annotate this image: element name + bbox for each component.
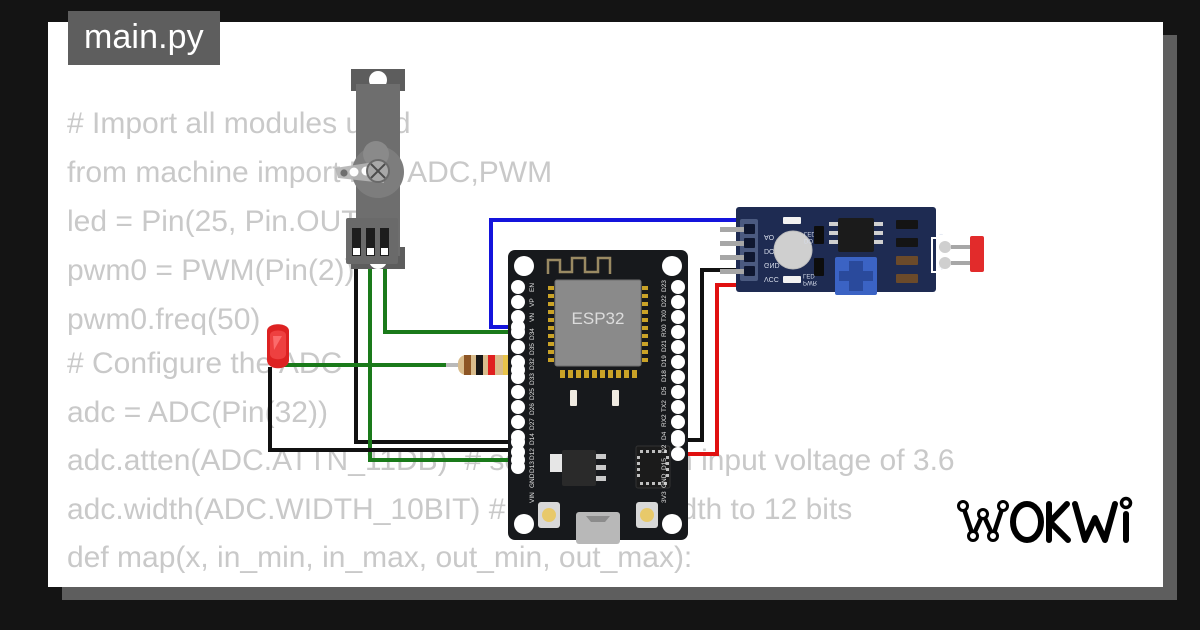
esp32-board[interactable]: ESP32 — [508, 250, 688, 544]
board-right-pin-labels: D23 D22 TX0 RX0 D21 D19 D18 D5 TX2 RX2 D… — [661, 280, 668, 503]
svg-text:D21: D21 — [661, 340, 668, 352]
circuit-diagram: ESP32 — [267, 69, 984, 544]
svg-text:DO: DO — [764, 247, 775, 254]
svg-text:RX2: RX2 — [661, 414, 668, 427]
svg-text:D18: D18 — [661, 370, 668, 382]
svg-text:VIN: VIN — [529, 492, 536, 503]
svg-text:VCC: VCC — [764, 275, 779, 282]
board-silk-label: ESP32 — [572, 309, 625, 328]
wire-servo-vcc-to-vin — [368, 264, 518, 462]
svg-text:D34: D34 — [529, 328, 536, 340]
svg-text:TX2: TX2 — [661, 400, 668, 412]
svg-text:AO: AO — [764, 233, 775, 240]
module-pin-labels: AO DO GND VCC — [764, 233, 780, 282]
svg-text:VP: VP — [529, 298, 536, 307]
svg-text:PWR: PWR — [803, 279, 818, 285]
servo-motor[interactable] — [335, 69, 405, 269]
svg-text:3V3: 3V3 — [661, 491, 668, 503]
svg-text:GND: GND — [529, 473, 536, 488]
svg-text:D33: D33 — [529, 373, 536, 385]
svg-text:D4: D4 — [661, 431, 668, 440]
svg-text:D14: D14 — [529, 433, 536, 445]
svg-text:GND: GND — [661, 473, 668, 488]
wire-sensor-gnd-to-gnd — [688, 268, 738, 442]
module-minus-label: - — [939, 226, 943, 241]
svg-text:D25: D25 — [529, 388, 536, 400]
module-led-labels: LED DO LED PWR — [803, 230, 818, 285]
wire-servo-signal-to-d5 — [383, 264, 518, 334]
board-right-pins — [671, 280, 685, 461]
board-left-pin-labels: EN VP VN D34 D35 D32 D33 D25 D26 D27 D14… — [529, 283, 536, 503]
wokwi-wordmark — [957, 496, 1133, 543]
svg-text:D27: D27 — [529, 418, 536, 430]
svg-text:D12: D12 — [529, 448, 536, 460]
svg-text:LED: LED — [804, 230, 816, 236]
svg-text:D22: D22 — [661, 295, 668, 307]
svg-text:D26: D26 — [529, 403, 536, 415]
svg-text:GND: GND — [764, 261, 780, 268]
svg-text:D13: D13 — [529, 461, 536, 473]
svg-text:DO: DO — [804, 237, 813, 243]
svg-text:VN: VN — [529, 313, 536, 322]
wire-servo-gnd-to-gnd — [354, 264, 518, 444]
svg-text:D2: D2 — [661, 444, 668, 453]
canvas-bottom-strip — [62, 587, 1177, 600]
wokwi-logo — [957, 492, 1137, 559]
svg-text:D32: D32 — [529, 358, 536, 370]
project-canvas: # Import all modules used from machine i… — [48, 22, 1163, 587]
svg-text:D19: D19 — [661, 355, 668, 367]
svg-text:TX0: TX0 — [661, 310, 668, 322]
svg-text:D35: D35 — [529, 343, 536, 355]
wire-sensor-vcc-to-3v3 — [688, 283, 738, 456]
svg-text:EN: EN — [529, 283, 536, 292]
svg-text:D23: D23 — [661, 280, 668, 292]
resistor[interactable] — [446, 355, 528, 375]
wire-led-cathode-to-gnd — [268, 367, 518, 452]
file-tab[interactable]: main.py — [68, 11, 220, 65]
photoresistor-module[interactable]: AO DO GND VCC LED DO LED PWR — [720, 207, 984, 295]
board-left-pins — [511, 280, 525, 474]
svg-text:D5: D5 — [661, 386, 668, 395]
svg-text:D15: D15 — [661, 458, 668, 470]
red-led[interactable] — [267, 324, 289, 369]
svg-text:LED: LED — [803, 272, 815, 278]
svg-text:RX0: RX0 — [661, 324, 668, 337]
